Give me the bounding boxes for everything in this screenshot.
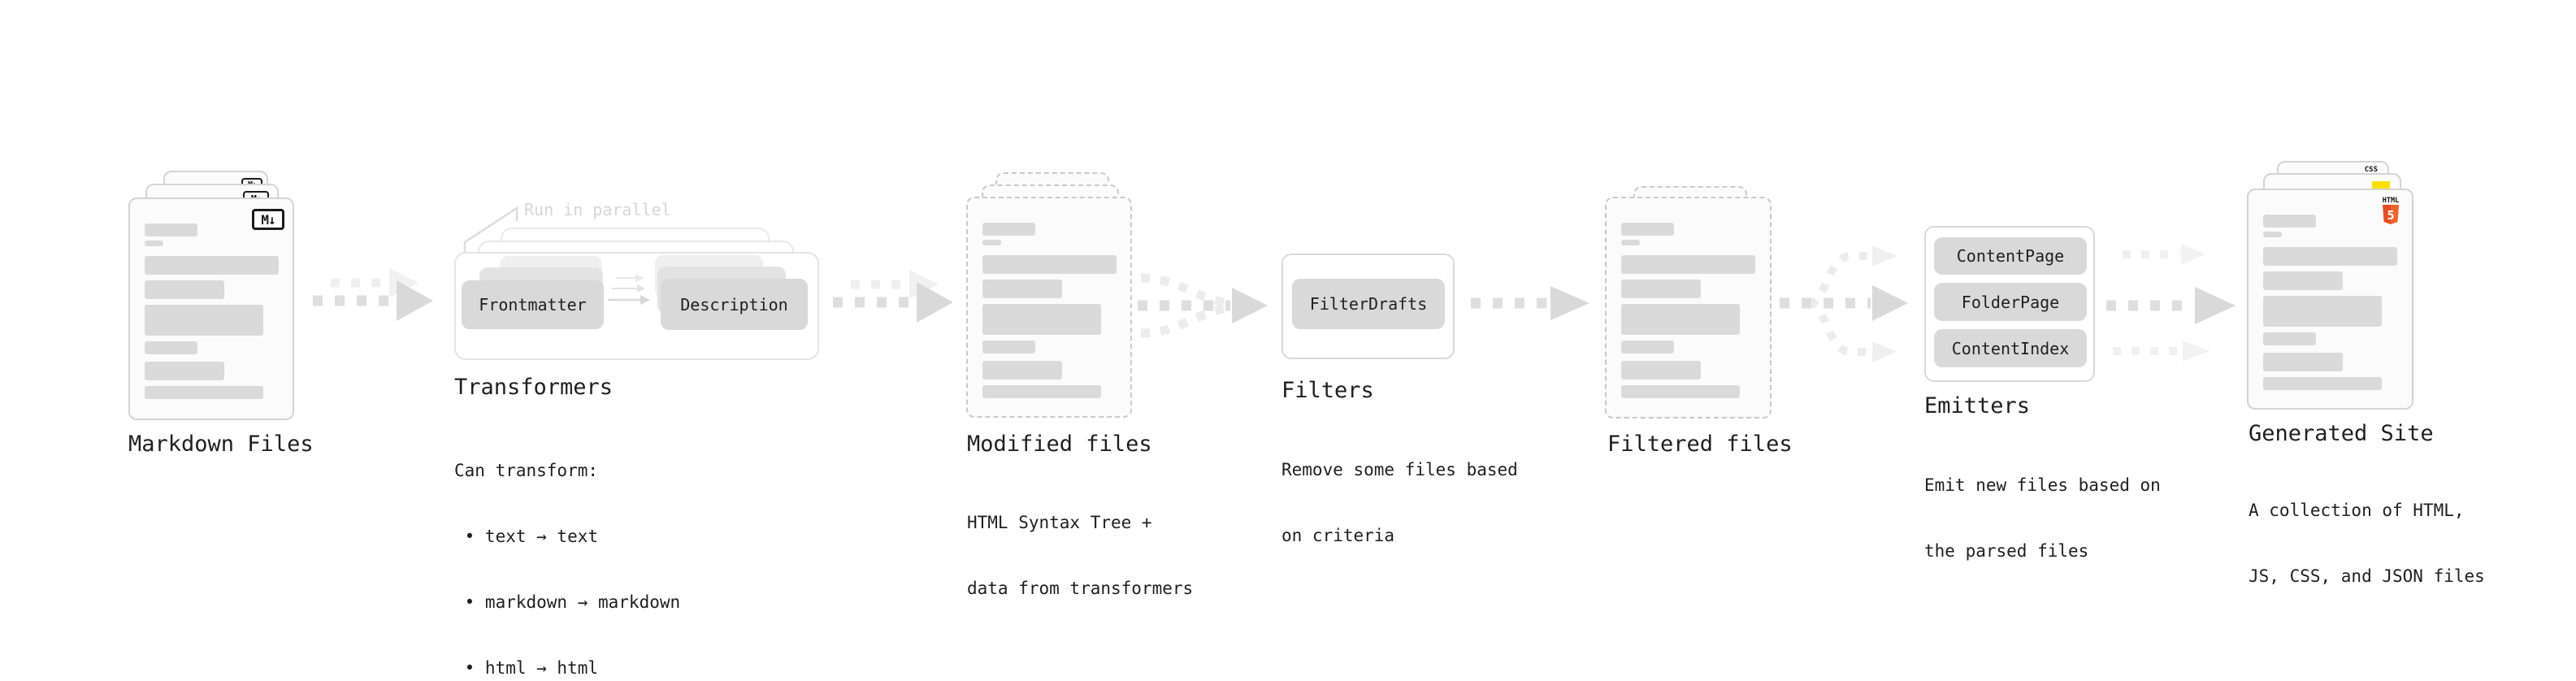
stage-title: Filters: [1281, 378, 1374, 403]
transform-bullet: • text → text: [454, 527, 599, 546]
file-card-front: HTML 5: [2247, 189, 2413, 410]
doc-bar: [1621, 304, 1740, 335]
doc-bar: [982, 340, 1035, 354]
transform-bullet: • html → html: [454, 658, 599, 678]
doc-bar: [2263, 353, 2343, 371]
transformer-node-description: Description: [661, 279, 808, 330]
stage-description: on criteria: [1281, 526, 1395, 545]
parallel-arrows-icon: [608, 274, 650, 305]
file-card-front: [1605, 197, 1772, 419]
stage-title: Transformers: [454, 375, 614, 400]
doc-bar: [982, 223, 1035, 236]
arrow-emitters-to-generated: [2106, 244, 2236, 362]
stage-title: Filtered files: [1607, 432, 1793, 457]
doc-bar: [2263, 271, 2343, 290]
doc-bar: [145, 362, 224, 380]
doc-bar: [1621, 361, 1701, 380]
doc-bar: [1621, 385, 1740, 398]
doc-bar: [982, 304, 1101, 335]
doc-bar: [1621, 255, 1755, 274]
doc-bar: [1621, 280, 1701, 298]
stage-title: Emitters: [1924, 393, 2031, 419]
doc-bar: [2263, 332, 2316, 345]
stage-description: HTML Syntax Tree +: [967, 513, 1152, 532]
doc-bar: [982, 255, 1117, 274]
emitter-node-folderpage: FolderPage: [1934, 283, 2087, 321]
doc-bar: [145, 386, 263, 399]
doc-bar: [1621, 340, 1674, 354]
doc-bar: [145, 223, 197, 236]
stage-description: A collection of HTML,: [2249, 501, 2465, 520]
emitter-node-contentindex: ContentIndex: [1934, 329, 2087, 367]
callout-line: [463, 206, 518, 252]
doc-bar: [982, 385, 1101, 398]
filter-node-filterdrafts: FilterDrafts: [1292, 279, 1445, 329]
stage-description: Emit new files based on: [1924, 475, 2161, 495]
doc-bar: [2263, 232, 2282, 237]
doc-bar: [145, 280, 224, 299]
doc-bar: [145, 256, 279, 275]
transform-bullet: • markdown → markdown: [454, 592, 681, 612]
emitter-node-contentpage: ContentPage: [1934, 237, 2087, 275]
js-badge: [2372, 181, 2390, 189]
markdown-icon: M↓: [252, 209, 284, 230]
stage-title: Generated Site: [2249, 421, 2434, 446]
file-card-front: M↓: [128, 197, 294, 420]
doc-bar: [2263, 215, 2316, 228]
arrow-filters-to-filtered: [1471, 286, 1589, 320]
doc-bar: [145, 241, 163, 246]
doc-bar: [2263, 377, 2382, 390]
arrow-markdown-to-transformers: [313, 268, 433, 321]
file-card-front: [966, 197, 1132, 418]
doc-bar: [2263, 296, 2382, 327]
svg-text:5: 5: [2387, 208, 2394, 223]
stage-description: JS, CSS, and JSON files: [2249, 566, 2485, 586]
stage-description: data from transformers: [967, 579, 1194, 598]
doc-bar: [982, 240, 1001, 245]
stage-description: the parsed files: [1924, 541, 2089, 561]
doc-bar: [982, 361, 1062, 380]
stage-title: Markdown Files: [128, 432, 314, 457]
arrow-modified-to-filters: [1138, 273, 1268, 338]
doc-bar: [145, 305, 263, 336]
doc-bar: [1621, 223, 1674, 236]
doc-bar: [982, 280, 1062, 298]
stage-description: Remove some files based: [1281, 460, 1518, 479]
stage-title: Modified files: [967, 432, 1152, 457]
arrow-filtered-to-emitters: [1780, 245, 1908, 362]
svg-text:HTML: HTML: [2383, 197, 2399, 205]
doc-bar: [1621, 240, 1640, 245]
transformer-node-frontmatter: Frontmatter: [462, 280, 604, 329]
html5-icon: HTML 5: [2383, 197, 2399, 224]
doc-bar: [2263, 247, 2397, 266]
doc-bar: [145, 341, 197, 354]
stage-description: Can transform:: [454, 461, 599, 480]
arrow-transformers-to-modified: [833, 270, 953, 323]
run-in-parallel-note: Run in parallel: [524, 200, 671, 219]
